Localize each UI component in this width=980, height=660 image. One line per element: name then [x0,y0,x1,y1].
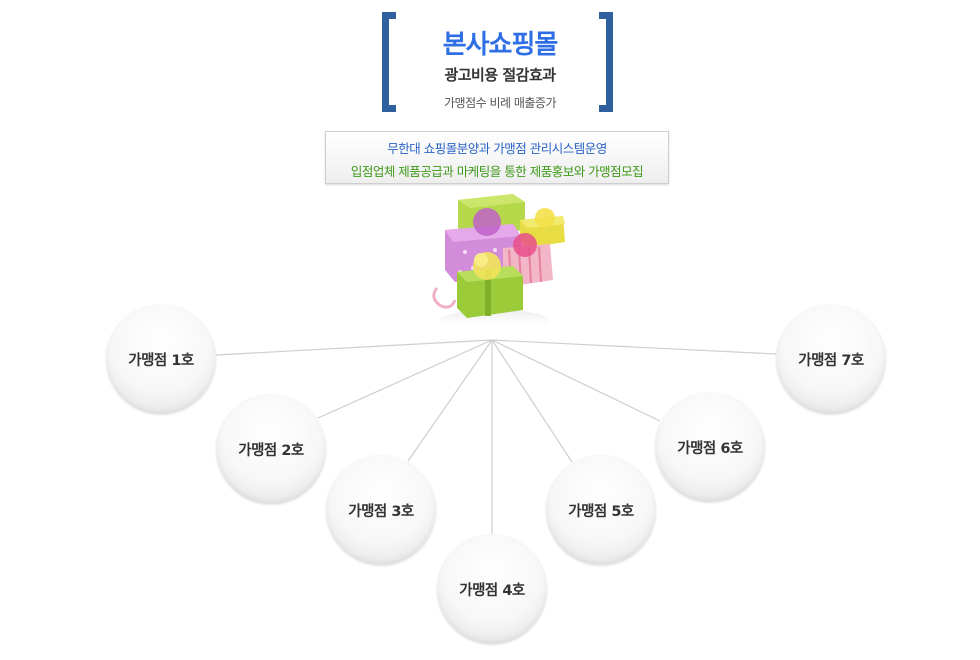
info-line-2: 입점업체 제품공급과 마케팅을 통한 제품홍보와 가맹점모집 [350,164,644,179]
branch-4-label: 가맹점 4호 [459,582,525,599]
headquarters-title: 본사쇼핑몰 [442,30,559,60]
headquarters-subtitle-2: 가맹점수 비례 매출증가 [443,96,557,110]
branch-2-label: 가맹점 2호 [238,442,304,459]
branch-1-node: 가맹점 1호 [106,304,216,414]
connector-6 [491,339,661,422]
left-bracket [382,12,396,112]
branch-7-node: 가맹점 7호 [776,304,886,414]
info-line-1: 무한대 쇼핑몰분양과 가맹점 관리시스템운영 [387,141,607,156]
branch-2-node: 가맹점 2호 [216,394,326,504]
branch-3-label: 가맹점 3호 [348,503,414,520]
connector-1 [215,339,493,356]
branch-5-label: 가맹점 5호 [568,503,634,520]
branch-7-label: 가맹점 7호 [798,352,864,369]
headquarters-subtitle: 광고비용 절감효과 [444,66,556,84]
connector-2 [317,339,493,419]
branch-5-node: 가맹점 5호 [546,455,656,565]
branch-6-node: 가맹점 6호 [655,392,765,502]
branch-6-label: 가맹점 6호 [677,440,743,457]
branch-4-node: 가맹점 4호 [437,534,547,644]
branch-3-node: 가맹점 3호 [326,455,436,565]
branch-1-label: 가맹점 1호 [128,352,194,369]
gift-boxes-image [432,194,565,330]
connector-3 [407,339,493,462]
connector-5 [491,339,573,463]
info-box: 무한대 쇼핑몰분양과 가맹점 관리시스템운영 입점업체 제품공급과 마케팅을 통… [325,131,669,184]
connector-7 [491,339,777,355]
right-bracket [599,12,613,112]
